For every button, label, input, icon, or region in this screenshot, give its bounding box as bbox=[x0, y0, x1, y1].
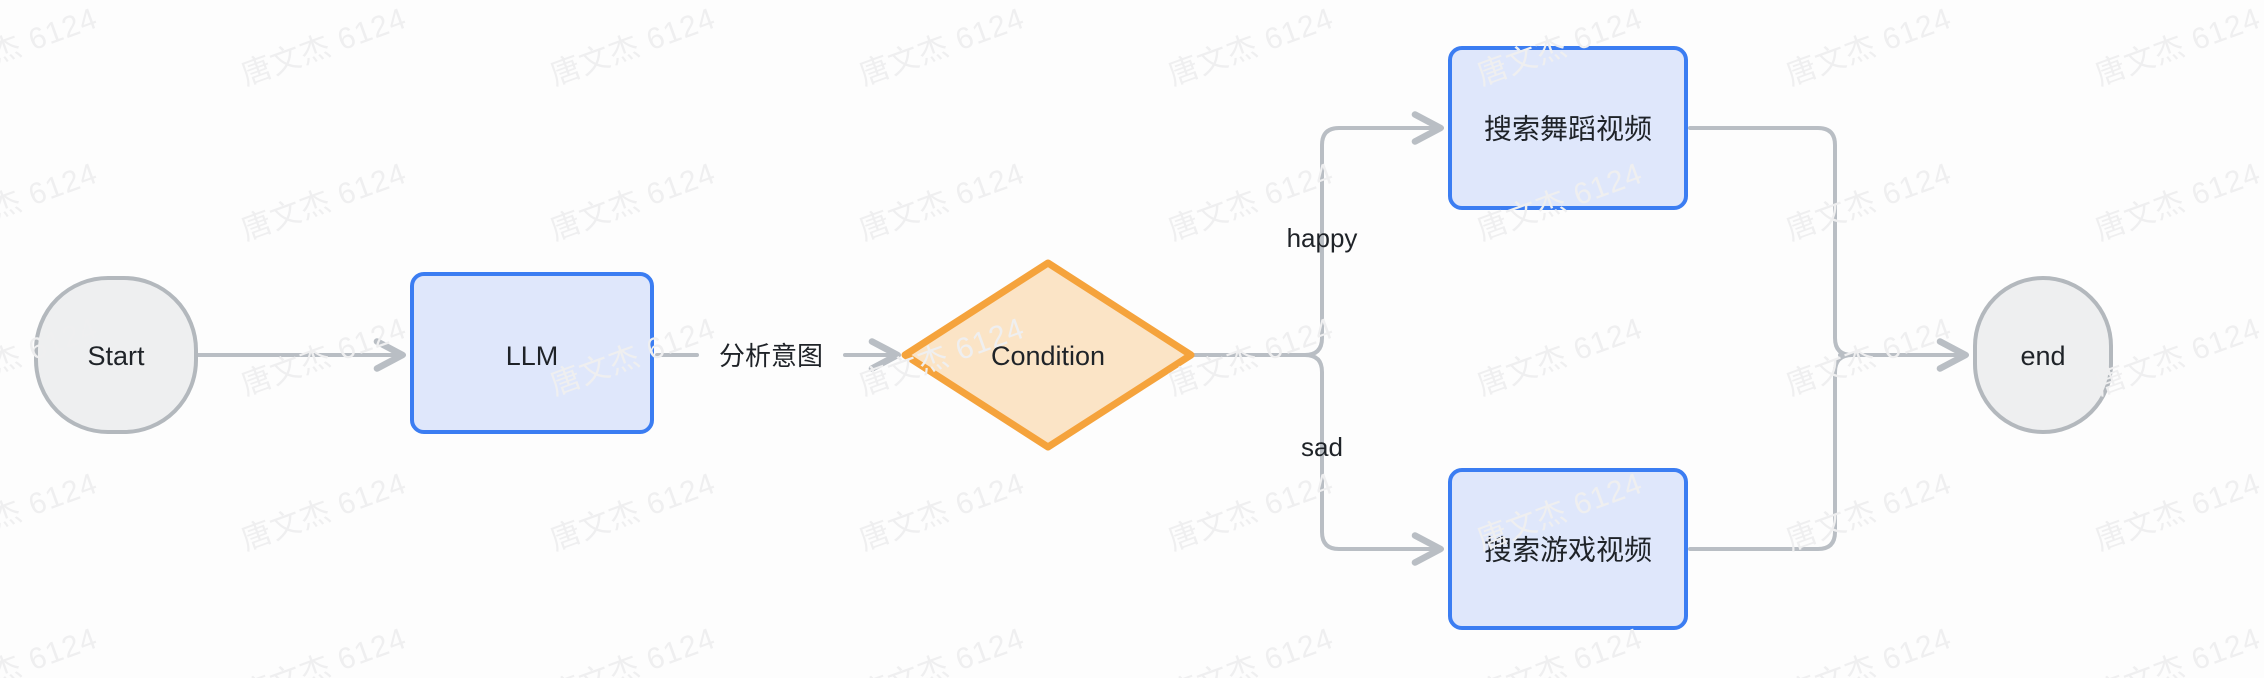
node-condition[interactable]: Condition bbox=[901, 259, 1195, 451]
edge-label-happy: happy bbox=[1287, 223, 1358, 253]
node-start[interactable]: Start bbox=[34, 276, 198, 434]
node-dance[interactable]: 搜索舞蹈视频 bbox=[1448, 46, 1688, 210]
node-start-label: Start bbox=[87, 341, 145, 371]
node-llm[interactable]: LLM bbox=[410, 272, 654, 434]
edge-dance-to-end bbox=[1688, 126, 1854, 357]
node-game-label: 搜索游戏视频 bbox=[1484, 535, 1652, 566]
node-llm-label: LLM bbox=[506, 341, 559, 371]
node-game[interactable]: 搜索游戏视频 bbox=[1448, 468, 1688, 630]
edge-game-to-end bbox=[1688, 353, 1854, 551]
edge-label-sad: sad bbox=[1301, 432, 1343, 462]
edge-label-analyze-intent: 分析意图 bbox=[719, 341, 823, 371]
node-layer: Start LLM Condition 搜索舞蹈视频 搜索游戏视频 bbox=[34, 46, 2113, 630]
edge-layer bbox=[196, 111, 1969, 566]
edge-label-layer: 分析意图 happy sad bbox=[719, 223, 1357, 462]
node-end[interactable]: end bbox=[1973, 276, 2113, 434]
edge-condition-to-game bbox=[1303, 353, 1444, 566]
node-dance-label: 搜索舞蹈视频 bbox=[1484, 114, 1652, 145]
edge-condition-to-dance bbox=[1303, 111, 1444, 357]
node-condition-label: Condition bbox=[991, 341, 1105, 371]
node-end-label: end bbox=[2020, 341, 2065, 371]
